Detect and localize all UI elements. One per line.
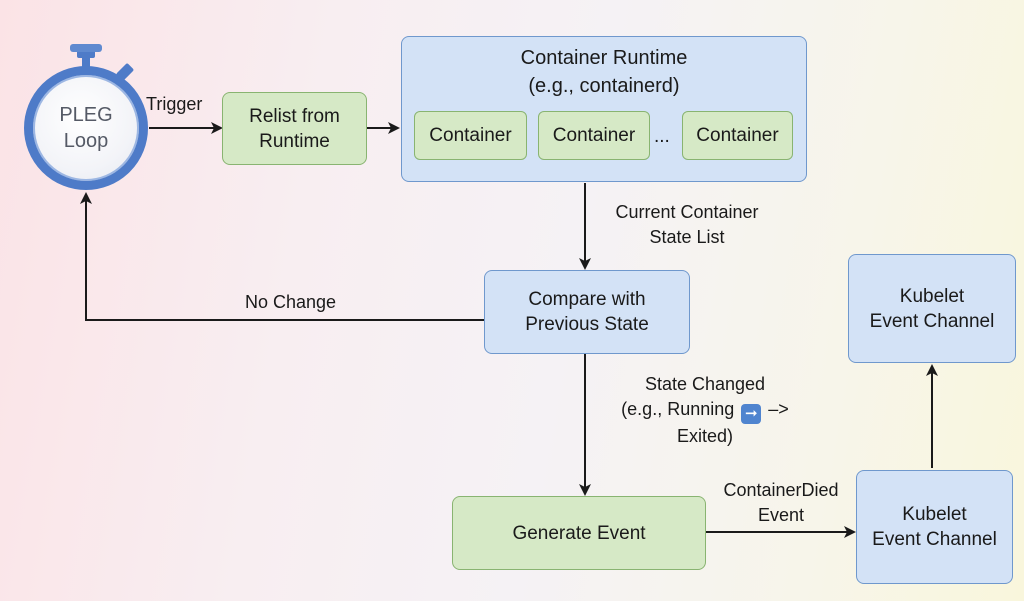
- runtime-subtitle: (e.g., containerd): [528, 75, 680, 97]
- container-chip-1: Container: [414, 111, 527, 160]
- compare-line2: Previous State: [525, 314, 649, 335]
- state-changed-line2-post: –>: [768, 399, 789, 419]
- container-chip-1-label: Container: [429, 125, 512, 146]
- state-changed-line3: Exited): [676, 426, 734, 446]
- kubelet-top-line1: Kubelet: [899, 285, 965, 307]
- relist-from-runtime-box: Relist from Runtime: [222, 92, 367, 165]
- kubelet-bottom-line2: Event Channel: [872, 529, 997, 550]
- trigger-label: Trigger: [146, 94, 203, 114]
- pleg-loop-stopwatch: PLEG Loop: [24, 66, 148, 190]
- container-chip-3: Container: [682, 111, 793, 160]
- state-changed-line2: (e.g., Running ➞ –>: [600, 397, 810, 424]
- container-died-line1: ContainerDied: [723, 480, 839, 500]
- kubelet-event-channel-top-box: Kubelet Event Channel: [848, 254, 1016, 363]
- current-state-line2: State List: [649, 227, 725, 247]
- relist-line1: Relist from: [249, 105, 340, 127]
- kubelet-bottom-line1: Kubelet: [902, 504, 967, 525]
- container-died-label: ContainerDied Event: [708, 478, 854, 528]
- compare-line1: Compare with: [528, 289, 646, 310]
- container-chip-3-label: Container: [696, 125, 779, 146]
- state-changed-line1: State Changed: [644, 374, 766, 394]
- generate-label: Generate Event: [512, 522, 646, 544]
- current-state-line1: Current Container: [615, 202, 759, 222]
- pleg-line1: PLEG: [59, 104, 113, 126]
- kubelet-event-channel-bottom-box: Kubelet Event Channel: [856, 470, 1013, 584]
- right-arrow-icon: ➞: [741, 404, 762, 424]
- generate-event-box: Generate Event: [452, 496, 706, 570]
- container-chip-2: Container: [538, 111, 650, 160]
- container-chip-2-label: Container: [552, 125, 636, 146]
- state-changed-line2-pre: (e.g., Running: [621, 399, 735, 419]
- compare-with-previous-state-box: Compare with Previous State: [484, 270, 690, 354]
- runtime-title: Container Runtime: [520, 47, 688, 69]
- arrow-no-change: [80, 192, 485, 321]
- container-runtime-box: Container Runtime (e.g., containerd): [401, 36, 807, 182]
- current-state-list-label: Current Container State List: [598, 200, 776, 250]
- no-change-label: No Change: [245, 292, 337, 312]
- container-died-line2: Event: [757, 505, 805, 525]
- relist-line2: Runtime: [259, 130, 330, 152]
- pleg-line2: Loop: [63, 130, 109, 152]
- state-changed-label: State Changed (e.g., Running ➞ –> Exited…: [600, 372, 810, 449]
- container-ellipsis: ...: [654, 126, 670, 147]
- kubelet-top-line2: Event Channel: [869, 310, 995, 332]
